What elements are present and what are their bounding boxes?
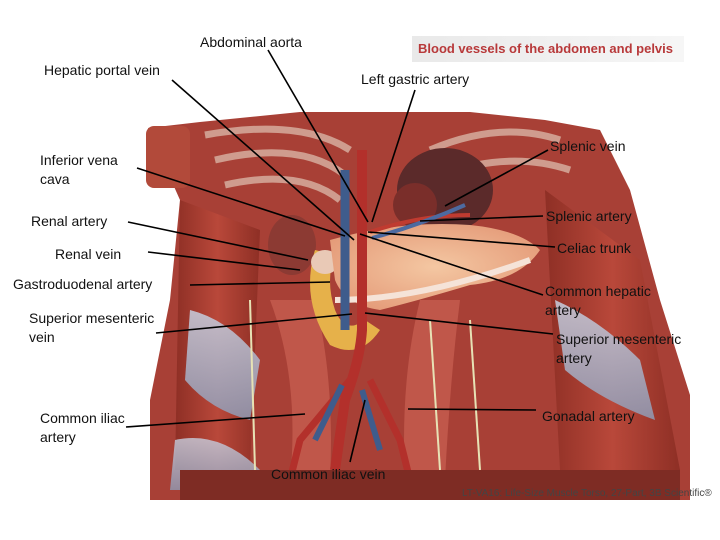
leader-common-hepatic-artery <box>359 233 544 296</box>
label-renal-vein: Renal vein <box>55 246 122 262</box>
label-common-iliac-vein: Common iliac vein <box>271 466 386 482</box>
left-kidney <box>393 183 437 227</box>
label-inferior-vena-cava: Inferior vena cava <box>40 152 118 187</box>
left-arm <box>146 126 190 188</box>
pelvis-floor <box>180 470 680 500</box>
leader-gonadal-artery <box>407 408 537 411</box>
right-psoas <box>404 300 460 480</box>
leader-lines <box>125 49 556 463</box>
leader-renal-artery <box>127 221 309 261</box>
rib-cage <box>204 125 572 203</box>
leader-superior-mesenteric-vein <box>155 313 353 334</box>
label-splenic-artery: Splenic artery <box>546 208 632 224</box>
right-kidney <box>268 215 316 275</box>
credit-text: LT-VA16: Life-Size Muscle Torso, 27-Part… <box>462 488 712 499</box>
label-common-hepatic-artery: Common hepatic artery <box>545 283 651 318</box>
right-fascia <box>555 300 655 420</box>
leader-celiac-trunk <box>367 231 556 248</box>
label-superior-mesenteric-vein: Superior mesenteric vein <box>29 310 155 345</box>
left-iliac-vein <box>312 383 345 442</box>
label-splenic-vein: Splenic vein <box>550 138 626 154</box>
leader-renal-vein <box>147 251 301 271</box>
label-gonadal-artery: Gonadal artery <box>542 408 635 424</box>
leader-common-iliac-vein <box>349 399 366 463</box>
leader-abdominal-aorta <box>267 49 369 223</box>
right-iliac-artery <box>366 378 414 481</box>
splenic-artery <box>369 213 471 234</box>
splenic-vein <box>371 203 466 240</box>
title-band <box>412 36 684 62</box>
pancreas-rim <box>334 257 532 303</box>
label-abdominal-aorta: Abdominal aorta <box>200 34 302 50</box>
nerves <box>249 299 481 471</box>
label-renal-artery: Renal artery <box>31 213 108 229</box>
leader-left-gastric-artery <box>371 89 416 223</box>
label-superior-mesenteric-artery: Superior mesenteric artery <box>556 331 682 366</box>
label-hepatic-portal-vein: Hepatic portal vein <box>44 62 160 78</box>
leader-hepatic-portal-vein <box>171 79 355 241</box>
leader-splenic-artery <box>419 215 544 222</box>
leader-common-iliac-artery <box>125 413 306 428</box>
figure-title: Blood vessels of the abdomen and pelvis <box>418 41 674 56</box>
left-fascia <box>185 310 260 420</box>
label-gastroduodenal-artery: Gastroduodenal artery <box>13 276 153 292</box>
pancreas <box>330 224 540 310</box>
label-common-iliac-artery: Common iliac artery <box>40 410 125 445</box>
leader-gastroduodenal-artery <box>189 281 331 286</box>
leader-splenic-vein <box>444 149 549 207</box>
leader-superior-mesenteric-artery <box>364 312 554 335</box>
label-celiac-trunk: Celiac trunk <box>557 240 631 256</box>
label-left-gastric-artery: Left gastric artery <box>361 71 470 87</box>
leader-inferior-vena-cava <box>136 167 346 237</box>
aorta <box>330 150 367 471</box>
